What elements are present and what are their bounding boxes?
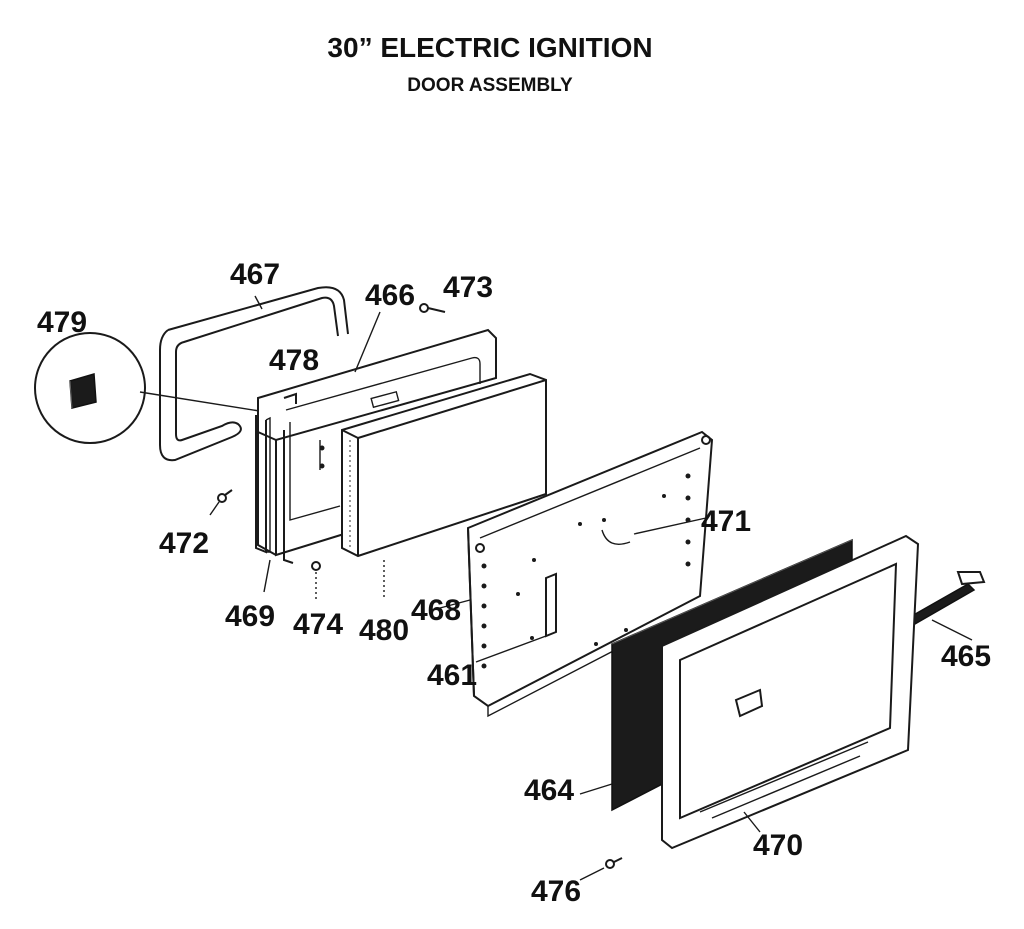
part-476-screw xyxy=(579,857,623,881)
part-470-outer-frame xyxy=(661,534,920,850)
callout-470: 470 xyxy=(753,829,803,862)
callout-468: 468 xyxy=(411,594,461,627)
callout-473: 473 xyxy=(443,271,493,304)
callout-464: 464 xyxy=(524,774,574,807)
callout-469: 469 xyxy=(225,600,275,633)
callout-474: 474 xyxy=(293,608,343,641)
part-466-inner-frame xyxy=(257,311,497,557)
diagram-subtitle: DOOR ASSEMBLY xyxy=(407,75,573,96)
callout-466: 466 xyxy=(365,279,415,312)
part-469-side-channel xyxy=(255,415,294,593)
callout-476: 476 xyxy=(531,875,581,908)
part-467-gasket xyxy=(159,286,349,462)
part-473-screw xyxy=(419,303,446,313)
callout-478: 478 xyxy=(269,344,319,377)
callout-465: 465 xyxy=(941,640,991,673)
callout-461: 461 xyxy=(427,659,477,692)
part-478-clip xyxy=(283,392,297,404)
part-472-screw xyxy=(209,489,233,516)
part-474-screw xyxy=(311,561,321,600)
diagram-title: 30” ELECTRIC IGNITION xyxy=(327,32,652,63)
callout-479: 479 xyxy=(37,306,87,339)
part-479-detail xyxy=(34,332,273,444)
callout-472: 472 xyxy=(159,527,209,560)
callout-467: 467 xyxy=(230,258,280,291)
callout-480: 480 xyxy=(359,614,409,647)
callout-471: 471 xyxy=(701,505,751,538)
part-471-leader xyxy=(633,517,707,535)
part-480-insulation xyxy=(341,372,547,600)
part-461-leader xyxy=(475,635,547,663)
